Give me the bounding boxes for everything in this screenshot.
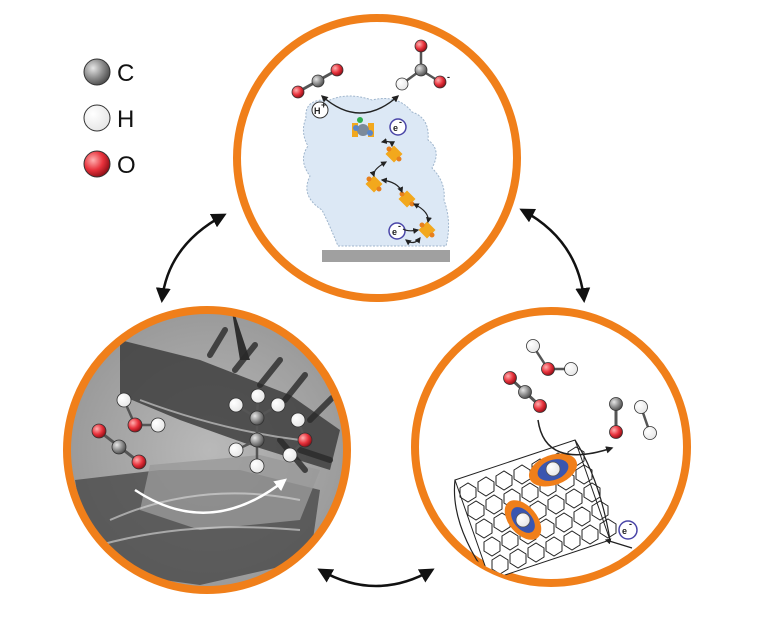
arrow-top-left xyxy=(155,213,227,303)
electron-badge-top: e - xyxy=(389,117,407,136)
electron-transfer-arrows xyxy=(369,138,432,246)
catalytic-site-1 xyxy=(528,453,578,487)
electrode-surface xyxy=(322,250,450,262)
water-molecule-right xyxy=(526,339,578,376)
electron-badge-bottom: e - xyxy=(388,221,406,240)
product-molecule-left xyxy=(228,388,313,474)
water-molecule-left xyxy=(116,392,166,433)
panel-microscopy-ring xyxy=(63,306,351,594)
co2-molecule-right xyxy=(503,371,547,413)
electron-charge-bottom: - xyxy=(398,221,401,231)
panel-microscopy xyxy=(63,306,351,594)
legend-item-oxygen: O xyxy=(83,150,136,179)
arrow-bottom xyxy=(317,568,435,588)
proton-badge: H + xyxy=(311,100,329,119)
electron-injection-arrow xyxy=(604,538,633,549)
legend-label-carbon: C xyxy=(117,60,134,87)
oxygen-atom-icon xyxy=(83,150,111,178)
catalytic-site-2 xyxy=(504,500,542,540)
cycle-arrows xyxy=(155,208,591,588)
co-molecule-top xyxy=(291,63,344,99)
legend-item-carbon: C xyxy=(83,58,134,87)
proton-label: H xyxy=(314,106,321,116)
legend-label-hydrogen: H xyxy=(117,106,134,133)
co-molecule-right xyxy=(609,397,623,439)
electron-charge-right: - xyxy=(629,519,632,529)
legend: C H O xyxy=(83,58,136,179)
proton-charge: + xyxy=(321,100,326,110)
panel-enzyme: - H + e - e - xyxy=(233,14,521,302)
arrow-top-right xyxy=(519,208,591,303)
carbon-atom-icon xyxy=(83,58,111,86)
electron-badge-right: e - xyxy=(618,519,638,540)
electron-label-bottom: e xyxy=(392,227,397,237)
electron-label-top: e xyxy=(393,123,398,133)
formate-charge: - xyxy=(447,72,450,82)
co2-molecule-left xyxy=(91,423,147,470)
conversion-arrow-right xyxy=(537,419,614,456)
legend-label-oxygen: O xyxy=(117,152,136,179)
hydrogen-atom-icon xyxy=(83,104,111,132)
reaction-arrow-top xyxy=(320,95,400,114)
panel-nanotube: e - xyxy=(411,307,691,587)
conversion-arrow-left xyxy=(134,478,287,514)
legend-item-hydrogen: H xyxy=(83,104,134,133)
electron-label-right: e xyxy=(622,526,627,536)
h2-molecule-right xyxy=(634,400,657,440)
formate-molecule-top: - xyxy=(395,39,450,91)
electron-charge-top: - xyxy=(399,117,402,127)
active-site-icon xyxy=(352,117,374,137)
